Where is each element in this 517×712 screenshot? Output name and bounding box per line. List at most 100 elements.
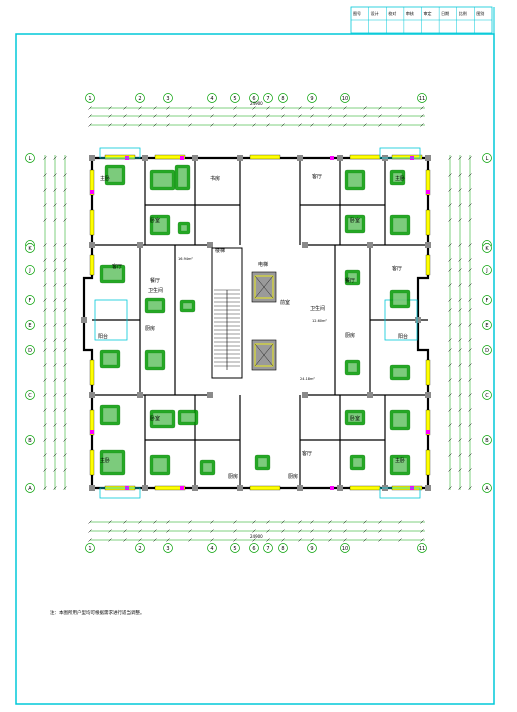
axis-bubble-left-label: D [28,348,32,354]
room-label-balcony-e: 阳台 [398,333,408,340]
axis-bubble-top-label: 2 [138,96,141,102]
axis-bubble-bottom [163,543,173,553]
axis-bubble-bottom-label: 9 [310,546,313,552]
furniture [99,164,411,476]
room-label-kitchen-sw: 厨房 [228,473,238,480]
top-total-dimension: 24900 [250,101,263,106]
area-label-b: 12.60m² [312,319,327,323]
axis-bubble-right-label: F [486,298,489,304]
room-label-hall: 前室 [280,299,290,306]
axis-bubble-right-label: C [485,393,489,399]
room-label-kitchen-e: 厨房 [345,332,355,339]
balcony-rails [94,147,421,499]
room-label-balcony-w: 阳台 [98,333,108,340]
axis-bubble-left-label: C [28,393,32,399]
axis-bubble-bottom [307,543,317,553]
axis-bubble-top [307,93,317,103]
axis-bubble-bottom [207,543,217,553]
axis-bubble-left-label: B [28,438,32,444]
axis-bubble-left [25,295,35,305]
axis-bubble-bottom-label: 4 [210,546,213,552]
axis-bubble-top [135,93,145,103]
title-block: 图号设计校对审核审定日期比例图别 [350,6,493,34]
axis-bubble-bottom-label: 2 [138,546,141,552]
axis-bubble-bottom [85,543,95,553]
axis-bubble-top [163,93,173,103]
axis-bubble-top [278,93,288,103]
room-label-bedroom-ne: 主卧 [395,175,405,182]
room-labels: 主卧 主卧 主卧 主卧 客厅 客厅 客厅 客厅 餐厅 餐厅 厨房 厨房 厨房 厨… [98,173,408,480]
axis-bubble-left [25,243,35,253]
title-block-cell: 图别 [476,10,484,16]
axis-bubble-top-label: 9 [310,96,313,102]
room-label-secondary-sw: 卧室 [150,415,160,422]
axis-bubble-left-label: J [28,268,30,274]
axis-bubble-bottom-label: 8 [281,546,284,552]
axis-bubble-bottom-label: 7 [266,546,269,552]
axis-bubble-bottom-label: 10 [342,546,348,552]
room-label-secondary-se: 卧室 [350,415,360,422]
axis-bubble-bottom [249,543,259,553]
axis-bubble-left-label: F [29,298,32,304]
axis-bubble-right [482,345,492,355]
axis-bubble-top [249,93,259,103]
axis-bubble-top-label: 4 [210,96,213,102]
axis-bubble-bottom [417,543,427,553]
exterior-wall [82,156,430,490]
title-block-cell: 审核 [406,10,414,16]
axis-bubble-right [482,390,492,400]
axis-bubble-left [25,435,35,445]
room-label-living-e: 客厅 [392,265,402,272]
axis-bubble-top-label: 11 [419,96,425,102]
room-label-elevator: 电梯 [258,261,268,268]
axis-bubble-top [207,93,217,103]
axis-bubble-bottom-label: 6 [252,546,255,552]
axis-bubble-left-label: A [28,486,32,492]
axis-bubble-right-label: L [486,156,489,162]
axis-bubble-right-label: E [485,323,488,329]
axis-bubble-left [25,345,35,355]
room-label-living-s: 客厅 [302,450,312,457]
room-label-stair: 楼梯 [215,247,225,254]
axis-bubble-top-label: 3 [166,96,169,102]
axis-bubble-right-label: K [485,246,489,252]
axis-bubble-right-label: A [485,486,489,492]
title-block-cell: 审定 [424,10,432,16]
axis-bubble-right-label: B [485,438,489,444]
bottom-total-dimension: 24900 [250,534,263,539]
axis-bubble-left-label: E [28,323,31,329]
axis-bubble-left [25,390,35,400]
axis-bubble-bottom-label: 3 [166,546,169,552]
axis-bubble-right [482,320,492,330]
axis-bubble-bottom [230,543,240,553]
vertical-core [211,247,277,379]
bottom-dimension-chains [90,521,425,541]
left-dimension-chains [44,155,66,490]
axis-bubble-right [482,483,492,493]
axis-bubble-right [482,435,492,445]
room-label-living-n: 客厅 [312,173,322,180]
axis-bubble-top-label: 6 [252,96,255,102]
room-label-bath-w: 卫生间 [148,287,163,294]
axis-bubble-top-label: 1 [88,96,91,102]
axis-bubble-bottom-label: 1 [88,546,91,552]
room-label-bedroom-se: 主卧 [395,457,405,464]
axis-bubble-right [482,265,492,275]
dimension-ticks [43,106,472,542]
title-block-cell: 日期 [441,10,449,16]
interior-walls [92,158,428,488]
axis-bubble-right [482,295,492,305]
room-label-secondary-nw: 卧室 [150,217,160,224]
axis-bubble-top [340,93,350,103]
axis-bubble-bottom [135,543,145,553]
axis-bubble-top-label: 7 [266,96,269,102]
axis-bubble-bottom-label: 11 [419,546,425,552]
room-label-dining-w: 餐厅 [150,277,160,284]
area-label-a: 16.94m² [178,257,193,261]
room-label-dining-e: 餐厅 [345,277,355,284]
axis-bubbles: 12345678910111234567891011LHKJFEDCBALHKJ… [25,93,492,553]
room-label-study: 书房 [210,175,220,182]
room-label-secondary-ne: 卧室 [350,217,360,224]
right-dimension-chains [449,155,471,490]
axis-bubble-right [482,153,492,163]
